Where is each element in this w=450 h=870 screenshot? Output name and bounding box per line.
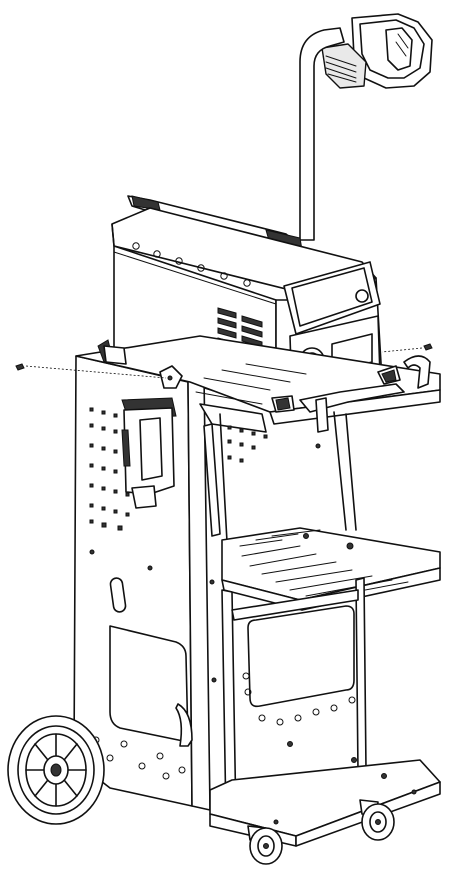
vent-holes-top [132, 242, 251, 287]
lower-frame [221, 577, 367, 821]
torch-holder-icon [321, 13, 433, 89]
cart-side-panel [73, 355, 217, 811]
screw-left-icon [15, 363, 167, 379]
base-platform [209, 759, 441, 847]
rear-wheel-icon [7, 715, 105, 825]
front-caster-right-icon [359, 799, 395, 841]
frame-holes [227, 425, 321, 463]
side-accessory-holder [121, 397, 177, 509]
top-platform [75, 335, 441, 433]
rear-wheel-right-icon [175, 703, 193, 747]
cart-frame [199, 403, 357, 561]
front-caster-left-icon [247, 825, 283, 865]
lower-frame-holes [242, 672, 357, 763]
torch-pole [299, 27, 345, 241]
screw-right-icon [381, 343, 433, 353]
